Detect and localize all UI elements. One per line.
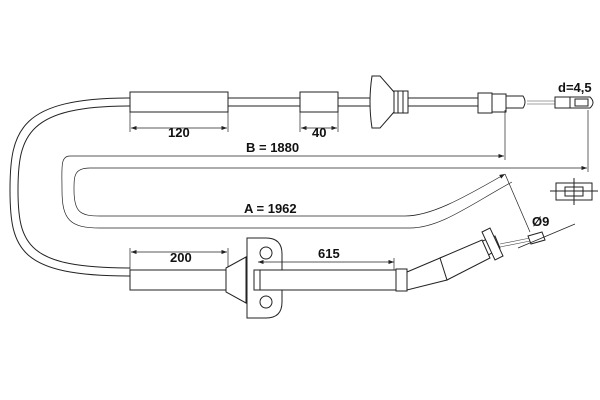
dim-200-label: 200 [170,250,192,265]
end-diameter-label: d=4,5 [558,80,592,95]
cross-section-symbol [550,178,598,205]
dim-615-label: 615 [318,246,340,261]
dim-b [70,110,589,172]
dim-a [61,155,531,233]
dim-615 [258,258,395,270]
cable-outer-loop [9,97,378,277]
bottom-sheath-615 [259,269,397,291]
lower-end-fitting [395,223,576,292]
end-fitting [477,92,594,114]
nipple-diameter-label: Ø9 [532,214,549,229]
dim-120 [129,112,229,132]
top-sleeve-120 [129,91,229,113]
dim-40-label: 40 [312,125,326,140]
bottom-sleeve-200 [129,269,239,291]
dim-a-label: A = 1962 [244,201,297,216]
dim-120-label: 120 [168,125,190,140]
flange-grommet [369,75,478,129]
top-sleeve-40 [299,91,339,113]
dim-40 [299,112,339,132]
dim-b-label: B = 1880 [246,140,299,155]
